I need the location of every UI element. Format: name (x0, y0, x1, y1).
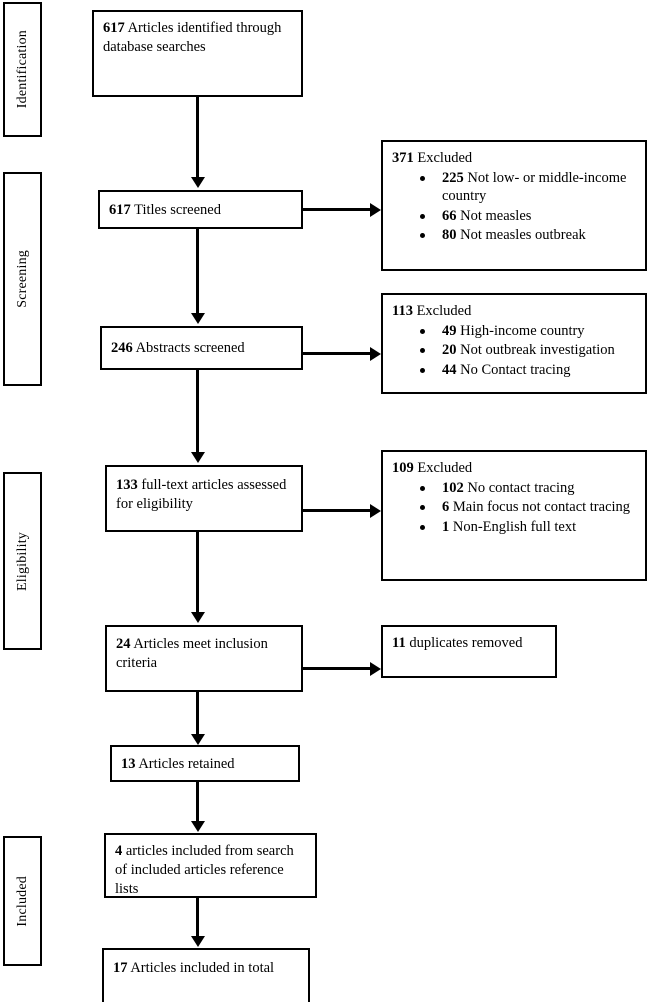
reason-count: 225 (442, 169, 464, 186)
duplicates-text: duplicates removed (409, 635, 523, 651)
connector-abstracts-to-excluded (303, 352, 371, 355)
inclusion-criteria-text: Articles meet inclusion criteria (116, 636, 268, 671)
excluded-abstracts-reasons: 49 High-income country 20 Not outbreak i… (392, 322, 636, 380)
connector-inclusion-to-retained (196, 692, 199, 734)
connector-titles-to-excluded (303, 208, 371, 211)
stage-label-screening: Screening (3, 172, 42, 386)
arrow-reference-lists-to-total (190, 936, 205, 947)
list-item: 6 Main focus not contact tracing (418, 498, 636, 517)
box-total-included: 17 Articles included in total (102, 948, 310, 1002)
reference-lists-text: articles included from search of include… (115, 843, 294, 897)
stage-label-eligibility-text: Eligibility (14, 531, 30, 591)
box-titles-screened: 617 Titles screened (98, 190, 303, 229)
reason-text: Not measles (460, 207, 532, 224)
excluded-fulltext-header: 109 Excluded (392, 459, 636, 478)
reason-text: Non-English full text (452, 518, 577, 535)
list-item: 102 No contact tracing (418, 479, 636, 498)
reason-count: 102 (442, 479, 464, 496)
articles-identified-text: Articles identified through database sea… (103, 20, 282, 55)
fulltext-assessed-count: 133 (116, 477, 138, 493)
box-inclusion-criteria: 24 Articles meet inclusion criteria (105, 625, 303, 692)
box-abstracts-screened: 246 Abstracts screened (100, 326, 303, 370)
reason-count: 20 (442, 342, 457, 359)
list-item: 44 No Contact tracing (418, 361, 636, 380)
arrow-fulltext-to-excluded (370, 503, 381, 518)
stage-label-screening-text: Screening (14, 250, 30, 308)
excluded-fulltext-label: Excluded (417, 460, 473, 476)
arrow-retained-to-reference-lists (190, 821, 205, 832)
total-included-count: 17 (113, 960, 128, 976)
box-excluded-titles: 371 Excluded 225 Not low- or middle-inco… (381, 140, 647, 271)
duplicates-count: 11 (392, 635, 406, 651)
connector-fulltext-to-inclusion (196, 532, 199, 612)
excluded-fulltext-count: 109 (392, 460, 414, 476)
articles-identified-count: 617 (103, 20, 125, 36)
connector-abstracts-to-fulltext (196, 370, 199, 452)
connector-titles-to-abstracts (196, 229, 199, 313)
arrow-inclusion-to-retained (190, 734, 205, 745)
reason-count: 49 (442, 322, 457, 339)
box-articles-retained: 13 Articles retained (110, 745, 300, 782)
reason-text: High-income country (460, 322, 585, 339)
reason-text: Main focus not contact tracing (452, 499, 631, 516)
fulltext-assessed-text: full-text articles assessed for eligibil… (116, 477, 287, 512)
reason-text: Not low- or middle-income country (442, 169, 627, 205)
arrow-identified-to-titles (190, 177, 205, 188)
excluded-abstracts-header: 113 Excluded (392, 302, 636, 321)
box-excluded-fulltext: 109 Excluded 102 No contact tracing 6 Ma… (381, 450, 647, 581)
stage-label-included-text: Included (14, 875, 30, 927)
arrow-titles-to-abstracts (190, 313, 205, 324)
stage-label-identification: Identification (3, 2, 42, 137)
excluded-fulltext-reasons: 102 No contact tracing 6 Main focus not … (392, 479, 636, 537)
connector-inclusion-to-duplicates (303, 667, 371, 670)
reason-text: Not measles outbreak (460, 227, 586, 244)
list-item: 66 Not measles (418, 207, 636, 226)
reason-text: No contact tracing (467, 479, 575, 496)
list-item: 49 High-income country (418, 322, 636, 341)
inclusion-criteria-count: 24 (116, 636, 131, 652)
abstracts-screened-count: 246 (111, 340, 133, 356)
excluded-titles-label: Excluded (417, 150, 473, 166)
connector-fulltext-to-excluded (303, 509, 371, 512)
connector-retained-to-reference-lists (196, 782, 199, 821)
list-item: 20 Not outbreak investigation (418, 341, 636, 360)
list-item: 1 Non-English full text (418, 518, 636, 537)
reason-count: 80 (442, 227, 457, 244)
reason-count: 1 (442, 518, 450, 535)
stage-label-included: Included (3, 836, 42, 966)
box-reference-list-articles: 4 articles included from search of inclu… (104, 833, 317, 898)
list-item: 80 Not measles outbreak (418, 226, 636, 245)
arrow-abstracts-to-fulltext (190, 452, 205, 463)
excluded-titles-reasons: 225 Not low- or middle-income country 66… (392, 169, 636, 245)
arrow-inclusion-to-duplicates (370, 661, 381, 676)
excluded-abstracts-count: 113 (392, 303, 413, 319)
arrow-abstracts-to-excluded (370, 346, 381, 361)
excluded-titles-count: 371 (392, 150, 414, 166)
titles-screened-text: Titles screened (134, 202, 221, 218)
box-articles-identified: 617 Articles identified through database… (92, 10, 303, 97)
reason-count: 66 (442, 207, 457, 224)
arrow-fulltext-to-inclusion (190, 612, 205, 623)
list-item: 225 Not low- or middle-income country (418, 169, 636, 206)
connector-identified-to-titles (196, 97, 199, 177)
reason-count: 6 (442, 499, 450, 516)
stage-label-eligibility: Eligibility (3, 472, 42, 650)
reason-count: 44 (442, 361, 457, 378)
arrow-titles-to-excluded (370, 202, 381, 217)
connector-reference-lists-to-total (196, 898, 199, 936)
box-excluded-abstracts: 113 Excluded 49 High-income country 20 N… (381, 293, 647, 394)
reason-text: Not outbreak investigation (460, 342, 615, 359)
titles-screened-count: 617 (109, 202, 131, 218)
abstracts-screened-text: Abstracts screened (135, 340, 245, 356)
reference-lists-count: 4 (115, 843, 123, 859)
excluded-abstracts-label: Excluded (416, 303, 472, 319)
excluded-titles-header: 371 Excluded (392, 149, 636, 168)
articles-retained-count: 13 (121, 756, 136, 772)
box-fulltext-assessed: 133 full-text articles assessed for elig… (105, 465, 303, 532)
total-included-text: Articles included in total (130, 960, 275, 976)
articles-retained-text: Articles retained (138, 756, 235, 772)
box-duplicates-removed: 11 duplicates removed (381, 625, 557, 678)
stage-label-identification-text: Identification (14, 30, 30, 109)
reason-text: No Contact tracing (460, 361, 571, 378)
